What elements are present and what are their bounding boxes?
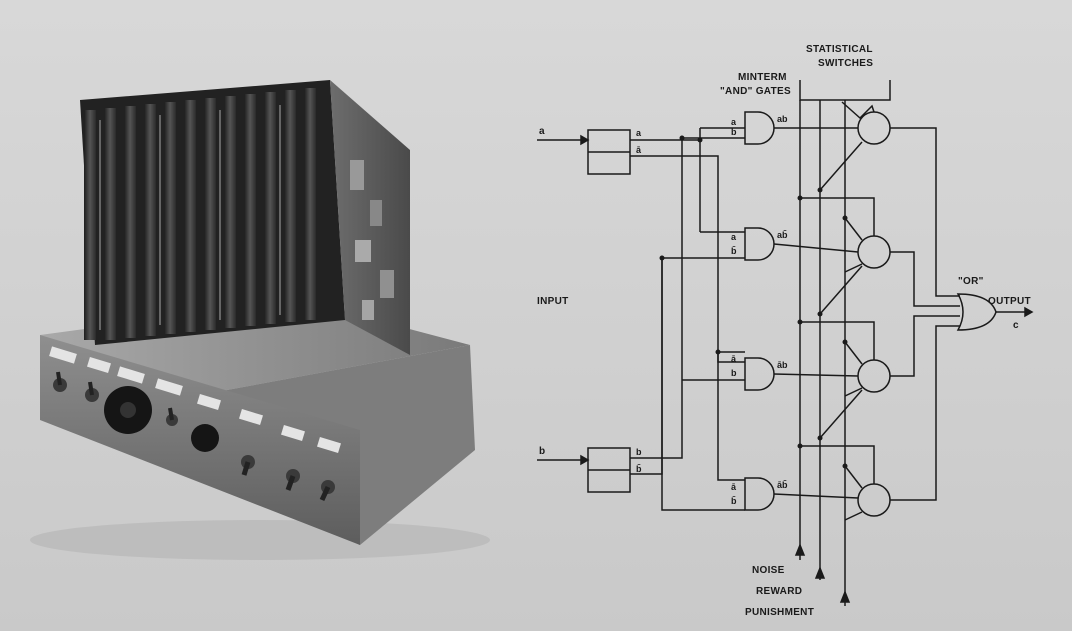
label-statistical: STATISTICAL xyxy=(806,44,873,55)
arrow-output xyxy=(1024,306,1034,318)
signal-g2-out: ab̄ xyxy=(777,230,788,240)
signal-g1-in2: b xyxy=(731,127,737,137)
signal-g2-in2: b̄ xyxy=(731,246,737,256)
label-reward: REWARD xyxy=(756,586,802,597)
or-gate xyxy=(956,293,997,331)
arrow-input-b xyxy=(580,454,590,466)
label-switches: SWITCHES xyxy=(818,58,873,69)
bus-a-bar xyxy=(630,155,719,352)
signal-g4-out: āb̄ xyxy=(777,480,788,490)
and-gate-2 xyxy=(744,227,775,261)
device-photo xyxy=(30,80,490,560)
bus-b-bar xyxy=(630,258,663,475)
signal-ff-a-top: a xyxy=(636,128,642,138)
label-input: INPUT xyxy=(537,296,569,307)
label-punishment: PUNISHMENT xyxy=(745,607,814,618)
signal-g1-in1: a xyxy=(731,117,737,127)
bus-b xyxy=(630,138,683,459)
and-gate-1 xyxy=(744,111,775,145)
label-and-gates: "AND" GATES xyxy=(720,86,791,97)
signal-ff-b-bot: b̄ xyxy=(636,464,642,474)
signal-input-b: b xyxy=(539,446,545,457)
signal-g4-in1: ā xyxy=(731,482,737,492)
device-shadow xyxy=(30,520,490,560)
statistical-switch-4 xyxy=(857,483,891,517)
junction-dots xyxy=(659,135,848,469)
label-minterm: MINTERM xyxy=(738,72,787,83)
and-gate-4 xyxy=(744,477,775,511)
label-or: "OR" xyxy=(958,276,984,287)
statistical-switch-2 xyxy=(857,235,891,269)
heat-sink-fins xyxy=(80,80,410,355)
panel-labels xyxy=(49,346,341,453)
signal-ff-b-top: b xyxy=(636,447,642,457)
signal-g3-in2: b xyxy=(731,368,737,378)
signal-g3-out: āb xyxy=(777,360,788,370)
knob-small xyxy=(191,424,219,452)
panel-controls xyxy=(53,371,335,502)
signal-g1-out: ab xyxy=(777,114,788,124)
signal-output-c: c xyxy=(1013,320,1019,331)
label-output: OUTPUT xyxy=(988,296,1031,307)
arrow-input-a xyxy=(580,134,590,146)
circuit-schematic: STATISTICAL SWITCHES MINTERM "AND" GATES… xyxy=(537,44,1034,618)
signal-input-a: a xyxy=(539,126,545,137)
statistical-switch-1 xyxy=(857,111,891,145)
label-noise: NOISE xyxy=(752,565,785,576)
signal-g2-in1: a xyxy=(731,232,737,242)
and-gate-3 xyxy=(744,357,775,391)
signal-ff-a-bot: ā xyxy=(636,145,642,155)
signal-g4-in2: b̄ xyxy=(731,496,737,506)
signal-g3-in1: ā xyxy=(731,354,737,364)
statistical-switch-3 xyxy=(857,359,891,393)
